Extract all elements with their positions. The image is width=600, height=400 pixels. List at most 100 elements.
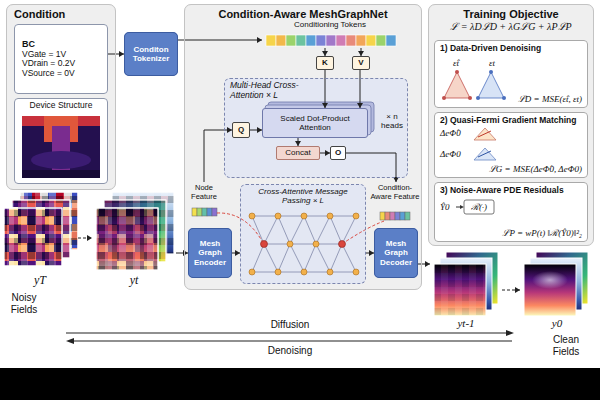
field-stack: yt-1: [430, 250, 502, 330]
device-structure-map-part: [22, 116, 100, 178]
cleaner-field-stack-part: [434, 264, 486, 316]
graph-mesh-part: [249, 213, 255, 219]
process-arrows-part: [506, 330, 514, 336]
token-strip-cells: [266, 35, 396, 46]
node-fill: [330, 146, 346, 160]
tokenizer-box: Conditon Tokenizer: [124, 32, 178, 76]
node-fill: [352, 56, 370, 70]
graph-mesh-part: [313, 241, 319, 247]
node-text: K: [322, 58, 328, 67]
node-feature-vector-part: [197, 208, 202, 216]
condition-feature-vector-part: [380, 212, 385, 220]
node-fill: [232, 122, 250, 138]
node-feature-vector-part: [212, 208, 217, 216]
node-fill: [262, 108, 368, 138]
node-text: yt: [130, 274, 139, 288]
node-text: Condition: [14, 8, 65, 21]
connector-arrow: [78, 235, 92, 241]
token-strip-cells-part: [366, 35, 376, 46]
loss-illustration-part: [489, 70, 493, 74]
annotation-label: Noisy Fields: [4, 292, 44, 315]
panel: ConditionBCVGate = 1VVDrain = 0.2VVSourc…: [6, 4, 116, 190]
node-fill: [434, 40, 588, 108]
token-strip-cells-part: [276, 35, 286, 46]
condition-feature-vector-part: [390, 212, 395, 220]
annotation-label: ℛ(·): [464, 202, 494, 212]
graph-mesh-part: [301, 269, 307, 275]
graph-mesh: [217, 213, 384, 275]
noisy-field-stack: [4, 192, 78, 266]
connector-arrow: [178, 37, 262, 43]
connector-arrow: [322, 48, 328, 56]
node-text: Condition-Aware Feature: [370, 184, 420, 201]
node-fill: [276, 146, 320, 160]
device-structure-map-part: [22, 170, 100, 178]
node-text: Multi-Head Cross-Attention × L: [230, 81, 314, 101]
process-arrows-part: [72, 340, 512, 341]
node-text: Q: [238, 125, 244, 134]
node-text: VGate = 1V: [22, 50, 66, 60]
node-text: VDrain = 0.2V: [22, 59, 75, 69]
connector-arrow: [418, 261, 430, 267]
graph-mesh-part: [275, 213, 281, 219]
arrowhead: [87, 235, 92, 241]
annotation-label: Denoising: [250, 345, 330, 357]
cleaner-field-stack-part: [434, 264, 486, 316]
loss-illustration-part: [474, 148, 496, 160]
condition-feature-vector-part: [385, 212, 390, 220]
loss-illustration-part: [478, 151, 491, 157]
clean-field-stack-part: [524, 264, 576, 316]
letterbox-band: [0, 368, 600, 400]
panel: Training Objectiveℒ = λDℒD + λGℒG + λPℒP…: [428, 4, 594, 246]
node-text: 1) Data-Driven Denoising: [440, 44, 582, 54]
node-text: V: [358, 58, 363, 67]
node-text: Conditioning Tokens: [294, 20, 366, 29]
key-box: K: [316, 56, 334, 70]
decoder-box: Mesh Graph Decoder: [374, 228, 418, 278]
node-fill: [6, 4, 116, 190]
loss-illustration-part: [502, 96, 506, 100]
loss-illustration-part: [455, 70, 459, 74]
node-text: Condition-Aware MeshGraphNet: [218, 8, 387, 21]
node-text: Training Objective: [463, 8, 558, 21]
graph-mesh-part: [301, 213, 307, 219]
node-text: Cross-Attentive Message Passing × L: [245, 187, 361, 205]
node-feature-vector-part: [207, 208, 212, 216]
token-strip-cells-part: [386, 35, 396, 46]
partly-noisy-field-stack-part: [96, 208, 158, 270]
encoder-box: Mesh Graph Encoder: [188, 228, 232, 278]
loss-box: 3) Noise-Aware PDE ResidualsℒP = wP(t) ‖…: [434, 182, 588, 242]
token-strip: Conditioning Tokens: [262, 20, 398, 48]
value-box: V: [352, 56, 370, 70]
condition-box: BCVGate = 1VVDrain = 0.2VVSource = 0V: [14, 24, 108, 94]
connector-line: [325, 70, 326, 108]
annotation-label: ΔeΦ̂0: [440, 128, 472, 138]
device-structure-map-part: [31, 151, 91, 169]
condition-box: Device Structure: [14, 98, 108, 184]
cleaner-field-stack: [434, 252, 498, 316]
query-box: Q: [232, 122, 250, 138]
node-fill: [428, 4, 594, 246]
device-structure-map: [22, 116, 100, 178]
node-text: Device Structure: [30, 101, 93, 111]
loss-illustration-part: [468, 96, 472, 100]
node-text: ℒD = MSE(ε̂t, εt): [440, 94, 582, 104]
graph-mesh-part: [275, 269, 281, 275]
token-strip-cells-part: [336, 35, 346, 46]
node-fill: [434, 112, 588, 178]
graph-mesh-part: [261, 241, 268, 248]
loss-illustration-part: [478, 131, 491, 137]
node-fill: [374, 228, 418, 278]
connector-arrow: [250, 127, 262, 133]
panel: Condition-Aware MeshGraphNetConditioning…: [184, 4, 422, 290]
connector-arrow: [108, 51, 124, 57]
connector-arrow: [322, 70, 328, 108]
loss-box: 1) Data-Driven Denoising ℒD = MSE(ε̂t, εt…: [434, 40, 588, 108]
graph-mesh-part: [327, 269, 333, 275]
connector-arrow: [502, 287, 520, 293]
condition-feature-vector-part: [405, 212, 410, 220]
node-fill: [224, 78, 408, 178]
annotation-label: Diffusion: [250, 319, 330, 331]
condition-feature-vector-part: [400, 212, 405, 220]
process-arrows: [66, 330, 514, 344]
